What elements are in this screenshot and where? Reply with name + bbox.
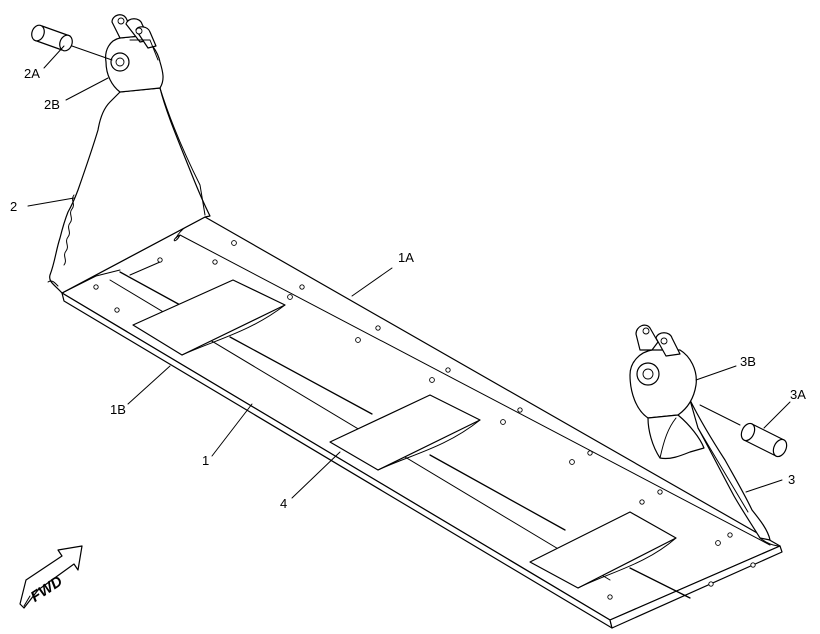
callout-1B: 1B	[110, 402, 126, 417]
left-bracket	[47, 87, 211, 294]
left-hinge-lug	[105, 14, 164, 93]
callout-labels: 2A 2B 2 1A 1B 1 4 3B 3A 3	[10, 66, 806, 511]
callout-1: 1	[202, 453, 209, 468]
wear-pad-2	[329, 394, 481, 471]
right-hinge-lug	[629, 324, 741, 460]
wear-pad-1	[132, 279, 286, 356]
forward-direction-arrow: FWD	[19, 545, 83, 609]
callout-2B: 2B	[44, 97, 60, 112]
callout-4: 4	[280, 496, 287, 511]
left-pin	[31, 24, 113, 61]
callout-2: 2	[10, 199, 17, 214]
wear-pad-3	[529, 511, 677, 589]
callout-3A: 3A	[790, 387, 806, 402]
callout-3B: 3B	[740, 354, 756, 369]
callout-1A: 1A	[398, 250, 414, 265]
right-bracket	[689, 399, 779, 547]
callout-2A: 2A	[24, 66, 40, 81]
right-pin	[740, 422, 788, 458]
callout-3: 3	[788, 472, 795, 487]
bolt-holes	[93, 240, 756, 600]
leader-lines	[27, 45, 791, 499]
